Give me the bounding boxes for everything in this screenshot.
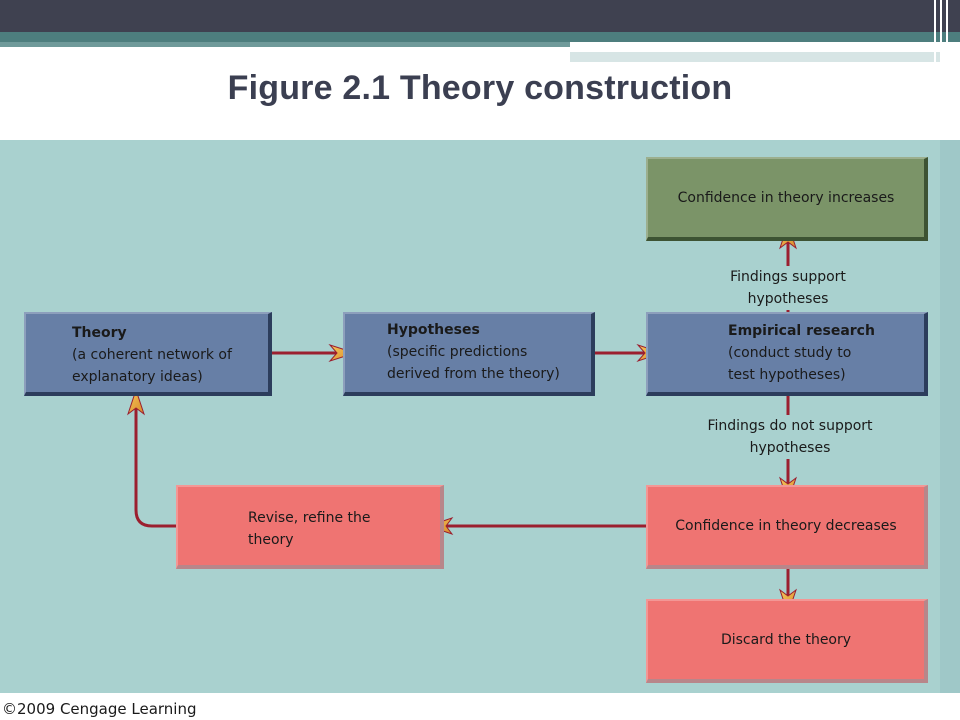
arrow-head <box>127 388 145 416</box>
discard-theory-label: Discard the theory <box>720 632 852 648</box>
findings-not-support-line: hypotheses <box>749 440 831 456</box>
findings-not-support-label: Findings do not support hypotheses <box>698 415 882 459</box>
theory-box: Theory (a coherent network of explanator… <box>24 312 272 396</box>
header-vline <box>946 0 948 66</box>
revise-line: theory <box>248 532 294 548</box>
confidence-decreases-label: Confidence in theory decreases <box>675 518 897 534</box>
header-bar <box>0 0 960 32</box>
findings-not-support-line: Findings do not support <box>707 418 873 434</box>
confidence-decreases-box: Confidence in theory decreases <box>646 485 928 569</box>
hypotheses-line: derived from the theory) <box>387 366 560 382</box>
confidence-increases-label: Confidence in theory increases <box>677 190 895 206</box>
empirical-line: test hypotheses) <box>728 367 846 383</box>
page-title: Figure 2.1 Theory construction <box>227 69 733 107</box>
revise-line: Revise, refine the <box>248 510 371 526</box>
confidence-increases-box: Confidence in theory increases <box>646 157 928 241</box>
empirical-line: (conduct study to <box>728 345 852 361</box>
findings-support-label: Findings support hypotheses <box>688 266 888 310</box>
discard-theory-box: Discard the theory <box>646 599 928 683</box>
empirical-heading: Empirical research <box>728 323 875 339</box>
header-vline <box>940 0 942 66</box>
header-vline <box>934 0 936 66</box>
panel-edge <box>940 140 960 693</box>
header-stripe-light <box>0 42 570 47</box>
header-divider <box>570 50 890 52</box>
arrow-line <box>134 408 178 528</box>
hypotheses-box: Hypotheses (specific predictions derived… <box>343 312 595 396</box>
hypotheses-line: (specific predictions <box>387 344 528 360</box>
theory-heading: Theory <box>72 325 127 341</box>
empirical-research-box: Empirical research (conduct study to tes… <box>646 312 928 396</box>
hypotheses-heading: Hypotheses <box>387 322 480 338</box>
copyright-footer: ©2009 Cengage Learning <box>2 700 197 718</box>
revise-theory-box: Revise, refine the theory <box>176 485 444 569</box>
header-stripe-right <box>570 52 940 62</box>
theory-line: (a coherent network of <box>72 347 232 363</box>
header-stripe <box>0 32 960 42</box>
theory-line: explanatory ideas) <box>72 369 203 385</box>
